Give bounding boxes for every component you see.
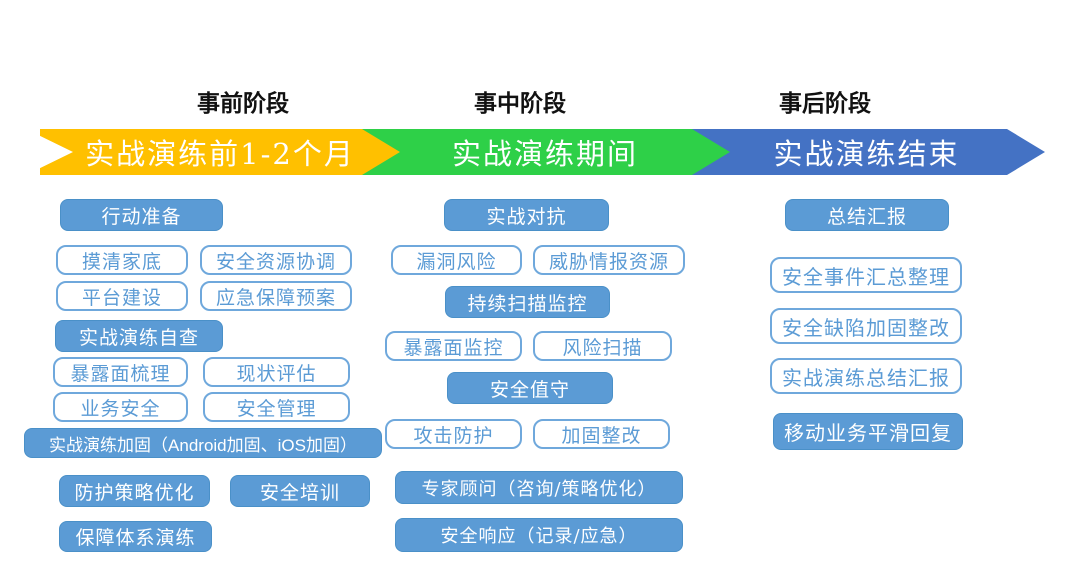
task-box: 暴露面监控 [385,331,522,361]
task-box: 实战对抗 [444,199,609,231]
task-box: 安全响应（记录/应急） [395,518,683,552]
task-box: 业务安全 [53,392,188,422]
phase-banner-post: 实战演练结束 [688,129,1045,175]
task-box: 攻击防护 [385,419,522,449]
task-box: 实战演练总结汇报 [770,358,962,394]
task-box: 现状评估 [203,357,350,387]
task-box: 加固整改 [533,419,670,449]
task-box: 安全缺陷加固整改 [770,308,962,344]
task-box: 安全管理 [203,392,350,422]
task-box: 安全值守 [447,372,613,404]
task-box: 防护策略优化 [59,475,210,507]
task-box: 安全培训 [230,475,370,507]
task-box: 暴露面梳理 [53,357,188,387]
task-box: 安全资源协调 [200,245,352,275]
task-box: 行动准备 [60,199,223,231]
task-box: 应急保障预案 [200,281,352,311]
task-box: 漏洞风险 [391,245,522,275]
task-box: 专家顾问（咨询/策略优化） [395,471,683,504]
phase-header-pre: 事前阶段 [197,90,289,116]
task-box: 风险扫描 [533,331,672,361]
phase-banner-pre: 实战演练前1-2个月 [40,129,400,175]
task-box: 保障体系演练 [59,521,212,552]
phase-header-post: 事后阶段 [779,90,871,116]
task-box: 移动业务平滑回复 [773,413,963,450]
task-box: 摸清家底 [56,245,188,275]
phase-header-mid: 事中阶段 [474,90,566,116]
task-box: 实战演练自查 [55,320,223,352]
task-box: 安全事件汇总整理 [770,257,962,293]
task-box: 总结汇报 [785,199,949,231]
phase-banner-mid: 实战演练期间 [360,129,730,175]
task-box: 平台建设 [56,281,188,311]
task-box: 威胁情报资源 [533,245,685,275]
task-box: 持续扫描监控 [445,286,610,318]
task-box: 实战演练加固（Android加固、iOS加固） [24,428,382,458]
